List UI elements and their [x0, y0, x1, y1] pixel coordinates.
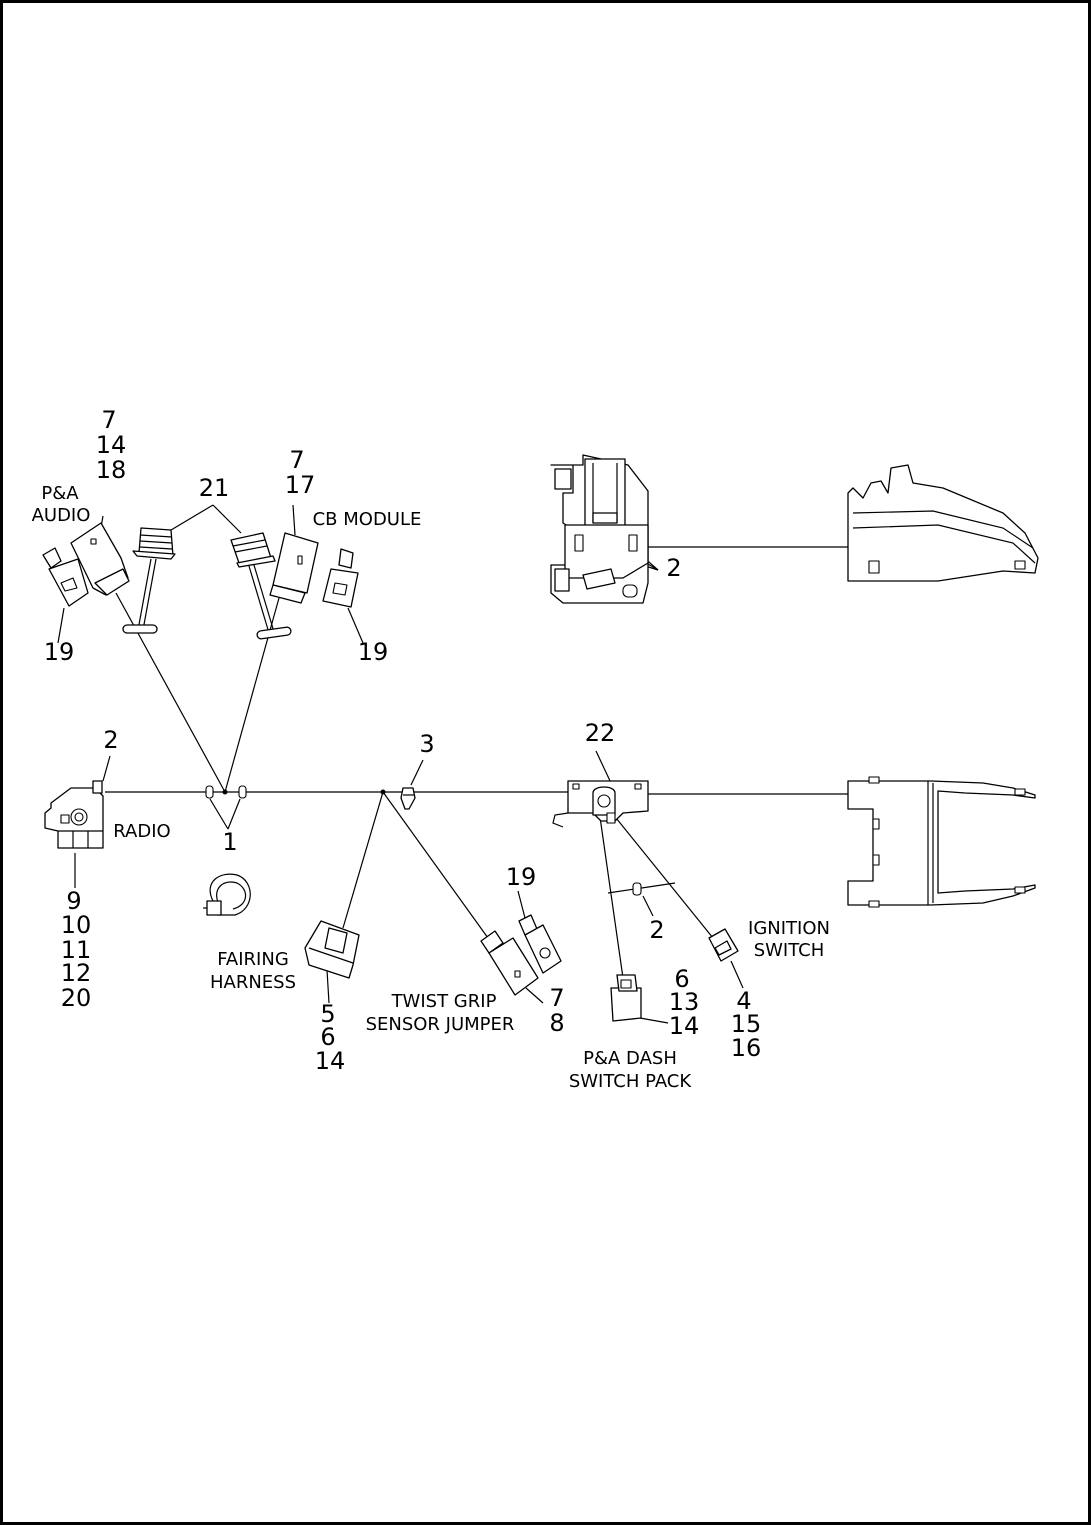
plug-21-left [122, 527, 176, 634]
label-ignition-line2: SWITCH [754, 940, 825, 961]
part-labels: P&A AUDIO CB MODULE RADIO FAIRING HARNES… [32, 483, 830, 1092]
wiring-harness-diagram: 7 14 18 7 17 21 2 19 19 2 3 22 1 9 10 11… [32, 406, 1039, 1092]
callout-ignition-4: 4 [736, 987, 751, 1015]
callout-ignition-15: 15 [731, 1010, 762, 1038]
callout-dash-13: 13 [669, 988, 700, 1016]
pa-audio-connector [70, 522, 130, 596]
callout-dash-14: 14 [669, 1012, 700, 1040]
callout-cb-7: 7 [289, 446, 304, 474]
callout-radio-10: 10 [61, 911, 92, 939]
callout-fairing-6: 6 [320, 1023, 335, 1051]
label-fairing-line2: HARNESS [210, 972, 296, 993]
callout-pa-audio-18: 18 [96, 456, 127, 484]
right-terminal-cover [322, 548, 359, 608]
callout-pa-audio-14: 14 [96, 431, 127, 459]
ignition-switch-connector [708, 928, 739, 962]
callout-3: 3 [419, 730, 434, 758]
callout-radio-9: 9 [66, 887, 81, 915]
callout-twist-8: 8 [549, 1009, 564, 1037]
callout-22: 22 [585, 719, 616, 747]
item-22-mount [552, 780, 649, 828]
label-pa-audio-line2: AUDIO [32, 505, 91, 526]
left-terminal-cover [42, 547, 89, 607]
callout-pa-audio-7: 7 [101, 406, 116, 434]
label-fairing-line1: FAIRING [217, 949, 289, 970]
callout-right-19: 19 [358, 638, 389, 666]
label-dash-line2: SWITCH PACK [569, 1071, 693, 1092]
cable-strap [203, 873, 251, 916]
fairing-harness-connector [304, 920, 360, 979]
callout-radio-2: 2 [103, 726, 118, 754]
callout-radio-12: 12 [61, 959, 92, 987]
plug-21-right [230, 532, 292, 640]
mid-cable-tie [632, 882, 642, 896]
twist-grip-connector [480, 930, 539, 996]
callout-bracket-2: 2 [666, 554, 681, 582]
callout-radio-20: 20 [61, 984, 92, 1012]
label-twist-line1: TWIST GRIP [391, 991, 497, 1012]
callout-cb-17: 17 [285, 471, 316, 499]
callout-1: 1 [222, 828, 237, 856]
callout-ignition-16: 16 [731, 1034, 762, 1062]
callout-fairing-5: 5 [320, 1000, 335, 1028]
callout-fairing-14: 14 [315, 1047, 346, 1075]
leader-lines [57, 504, 744, 1024]
callout-mid-2: 2 [649, 916, 664, 944]
callout-twist-7: 7 [549, 984, 564, 1012]
label-cb-module: CB MODULE [313, 509, 422, 530]
cb-module-connector [269, 532, 319, 604]
dash-switch-connector [610, 974, 642, 1022]
upper-right-housing [847, 464, 1039, 582]
callout-radio-11: 11 [61, 936, 92, 964]
clip-connectors [205, 785, 416, 810]
label-twist-line2: SENSOR JUMPER [366, 1014, 515, 1035]
upper-bracket [550, 454, 649, 604]
radio-connector [44, 780, 104, 849]
label-dash-line1: P&A DASH [583, 1048, 677, 1069]
twist-grip-terminal-cover [518, 914, 562, 974]
label-pa-audio-line1: P&A [41, 483, 79, 504]
label-radio: RADIO [113, 821, 170, 842]
callout-numbers: 7 14 18 7 17 21 2 19 19 2 3 22 1 9 10 11… [44, 406, 762, 1075]
lower-right-housing [847, 776, 1036, 908]
callout-dash-6: 6 [674, 965, 689, 993]
label-ignition-line1: IGNITION [748, 918, 830, 939]
callout-twist-19: 19 [506, 863, 537, 891]
callout-left-19: 19 [44, 638, 75, 666]
callout-21: 21 [199, 474, 230, 502]
